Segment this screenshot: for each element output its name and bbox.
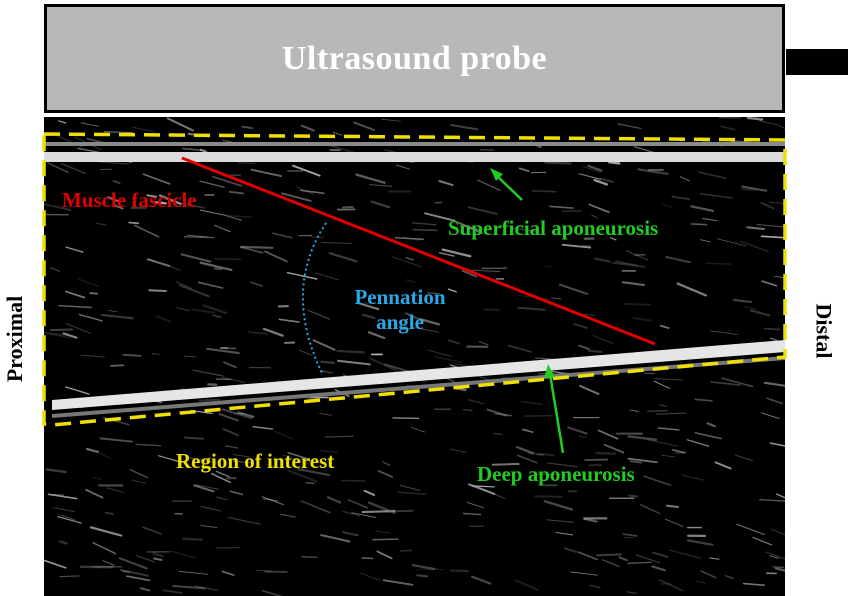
- speckle-texture: [44, 117, 785, 596]
- probe-cable: [786, 49, 848, 75]
- muscle-fascicle-line: [181, 156, 656, 346]
- deep-aponeurosis-arrow: [544, 364, 565, 454]
- proximal-label: Proximal: [2, 295, 28, 383]
- pennation-label-line1: Pennation: [354, 285, 446, 309]
- muscle-fascicle-label: Muscle fascicle: [62, 188, 197, 212]
- region-of-interest-outline: [42, 132, 787, 427]
- ultrasound-probe: Ultrasound probe: [44, 4, 785, 113]
- pennation-angle-label: Pennation angle: [325, 285, 475, 335]
- region-of-interest-label: Region of interest: [176, 449, 335, 473]
- pennation-label-line2: angle: [376, 310, 424, 334]
- superficial-aponeurosis: [44, 142, 785, 162]
- superficial-aponeurosis-label: Superficial aponeurosis: [448, 216, 659, 240]
- pennation-angle-arc: [301, 222, 327, 374]
- deep-aponeurosis: [52, 340, 785, 418]
- distal-label: Distal: [811, 303, 837, 359]
- deep-aponeurosis-label: Deep aponeurosis: [477, 462, 635, 486]
- superficial-aponeurosis-arrow: [490, 168, 523, 201]
- probe-label: Ultrasound probe: [281, 39, 548, 77]
